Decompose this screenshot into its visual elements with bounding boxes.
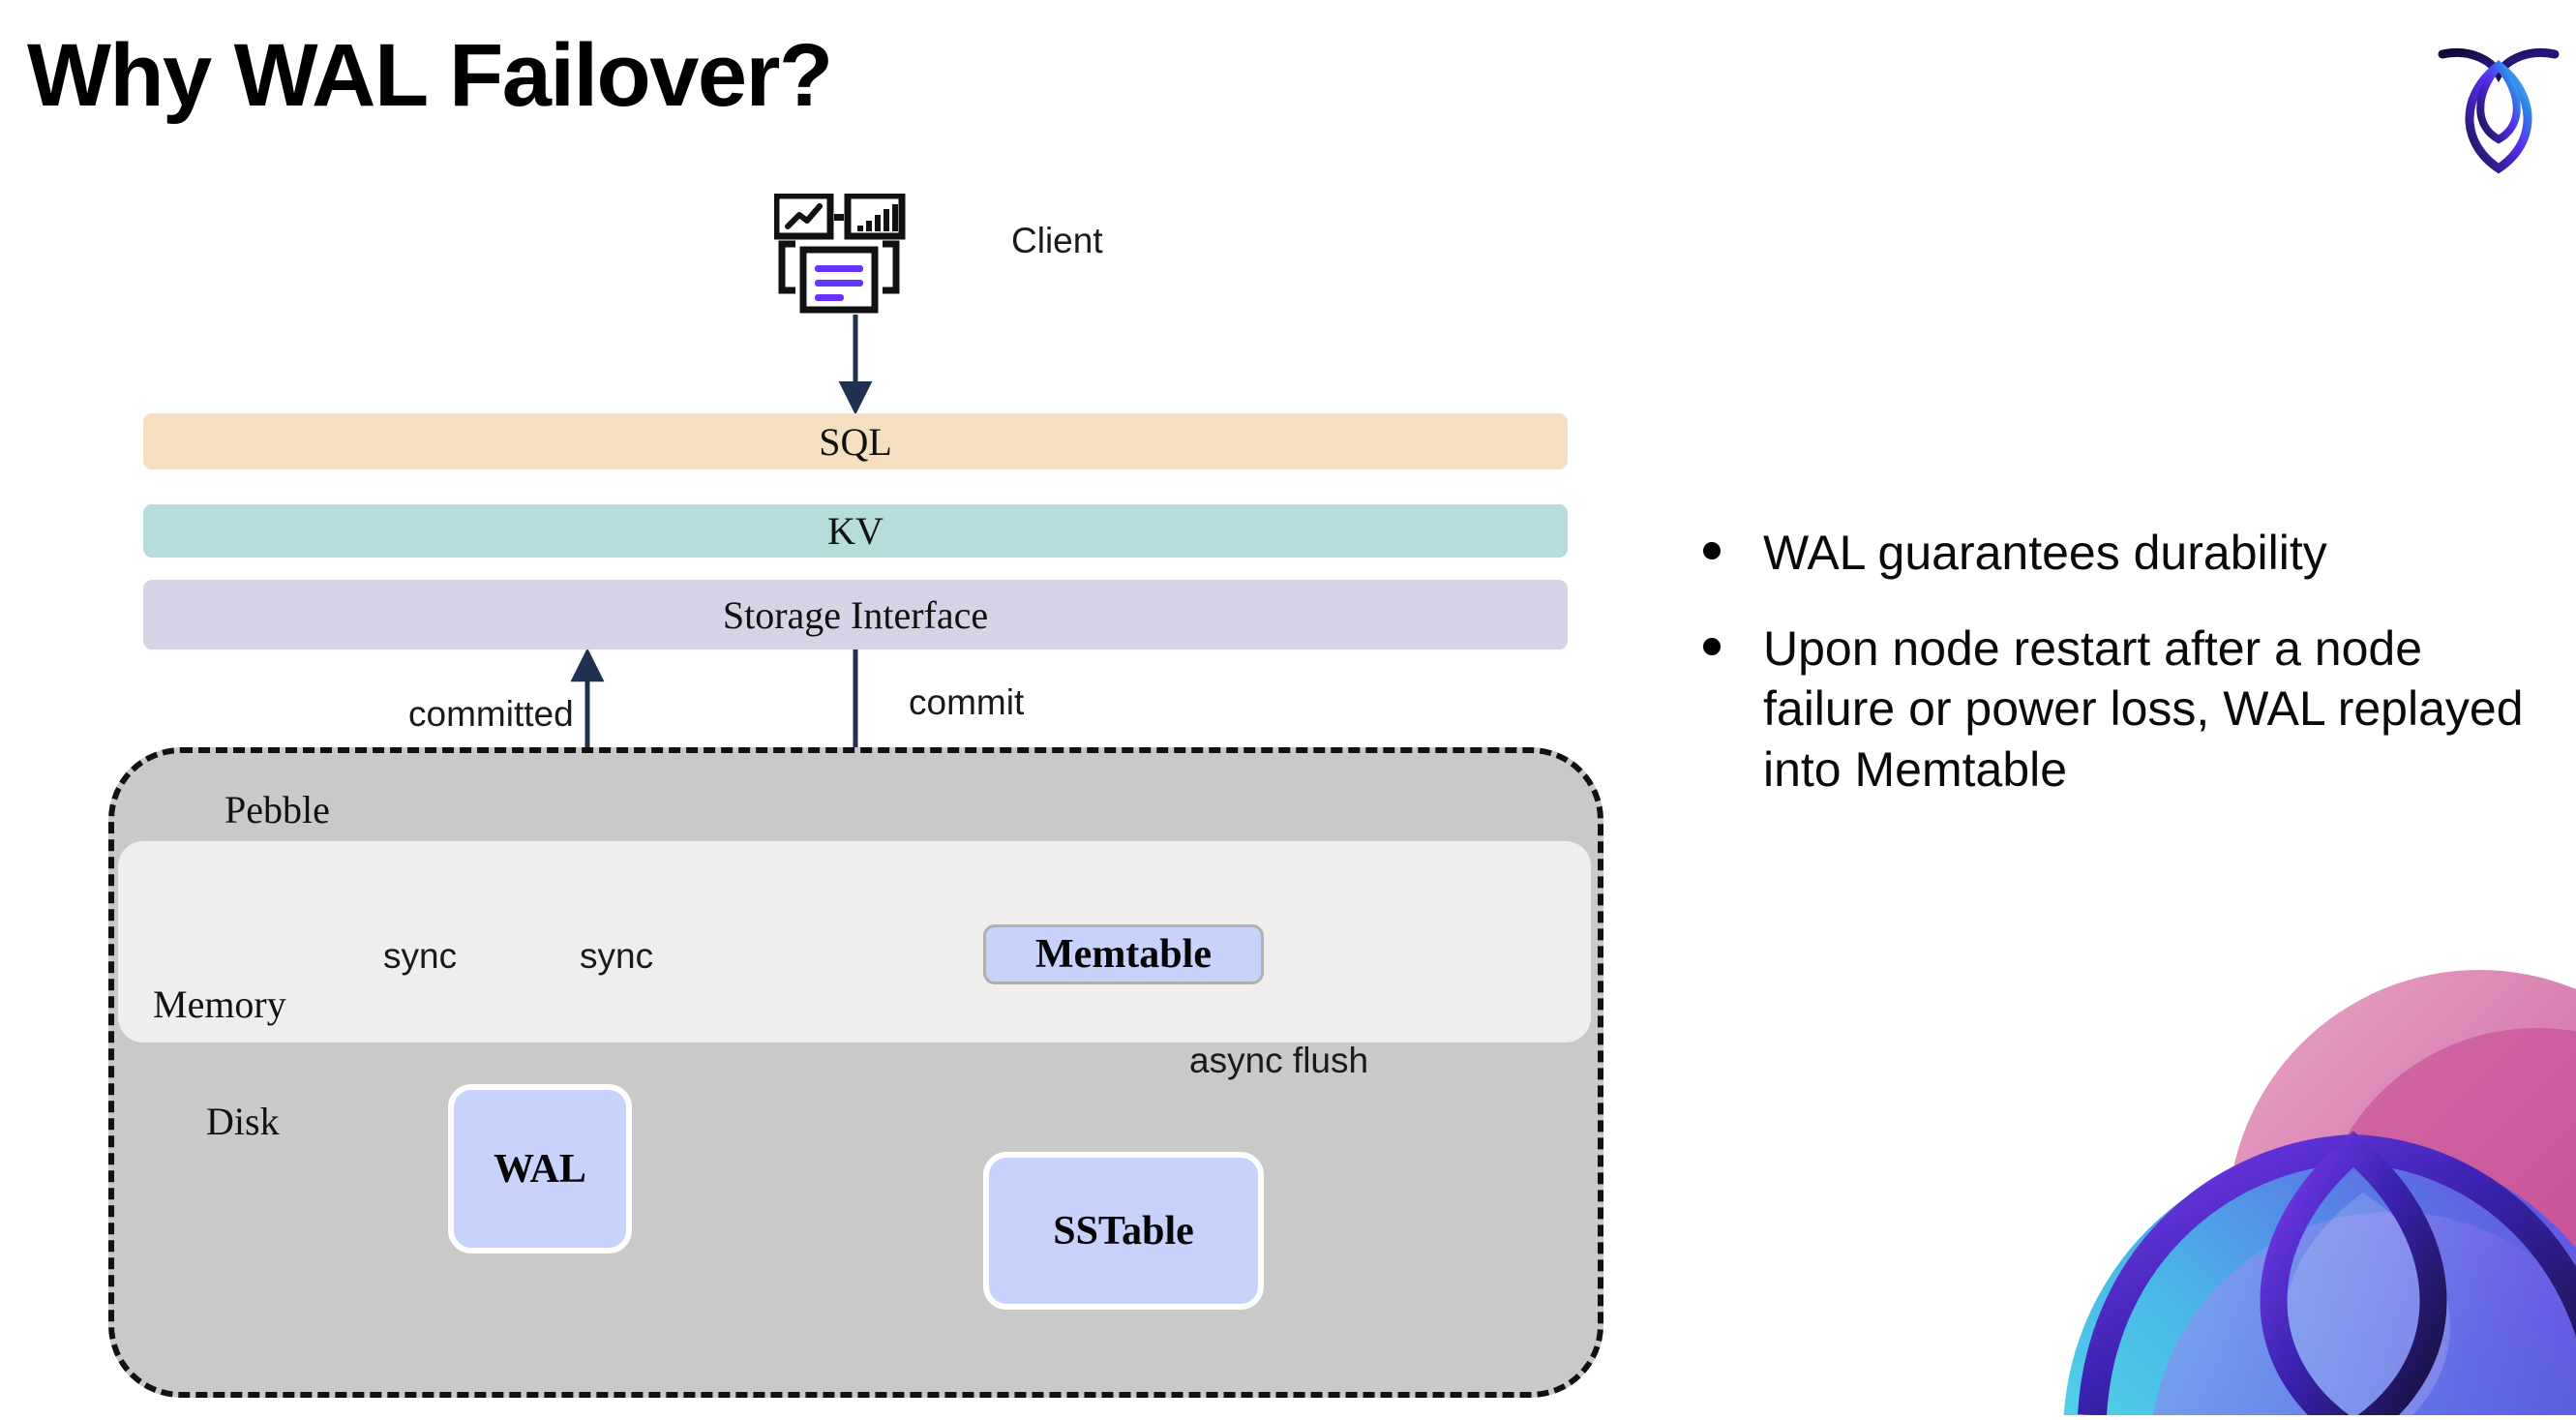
edge-label-sync-left: sync bbox=[383, 936, 458, 976]
node-memtable[interactable]: Memtable bbox=[983, 924, 1264, 984]
node-sstable[interactable]: SSTable bbox=[983, 1152, 1264, 1310]
client-label: Client bbox=[1011, 221, 1103, 260]
bullet-list: WAL guarantees durability Upon node rest… bbox=[1703, 523, 2535, 834]
node-wal[interactable]: WAL bbox=[448, 1084, 632, 1254]
edge-label-async-flush: async flush bbox=[1189, 1041, 1369, 1080]
cockroachdb-watermark-icon bbox=[1937, 931, 2576, 1415]
layer-label-storage: Storage Interface bbox=[722, 592, 989, 637]
memory-label: Memory bbox=[153, 982, 286, 1026]
node-label-sstable: SSTable bbox=[1053, 1208, 1194, 1254]
layer-bar-storage[interactable]: Storage Interface bbox=[143, 580, 1568, 650]
pebble-label: Pebble bbox=[225, 788, 330, 831]
client-dashboard-icon bbox=[772, 192, 924, 315]
bullet-dot-icon bbox=[1703, 637, 1721, 655]
layer-bar-sql[interactable]: SQL bbox=[143, 413, 1568, 469]
memory-region bbox=[118, 841, 1591, 1042]
cockroachdb-logo-icon bbox=[2431, 33, 2566, 178]
layer-bar-kv[interactable]: KV bbox=[143, 504, 1568, 558]
bullet-text: WAL guarantees durability bbox=[1763, 526, 2327, 580]
layer-label-sql: SQL bbox=[819, 419, 892, 464]
layer-label-kv: KV bbox=[827, 509, 884, 553]
page-title: Why WAL Failover? bbox=[27, 26, 833, 125]
bullet-text: Upon node restart after a node failure o… bbox=[1763, 620, 2524, 797]
edge-label-committed: committed bbox=[408, 694, 574, 734]
node-label-wal: WAL bbox=[494, 1146, 586, 1192]
edge-label-commit: commit bbox=[909, 682, 1025, 722]
list-item: Upon node restart after a node failure o… bbox=[1703, 619, 2535, 801]
disk-label: Disk bbox=[206, 1100, 280, 1143]
bullet-dot-icon bbox=[1703, 542, 1721, 559]
architecture-diagram: Client SQL KV Storage Interface Pebble M… bbox=[108, 192, 1603, 1398]
list-item: WAL guarantees durability bbox=[1703, 523, 2535, 584]
node-label-memtable: Memtable bbox=[1035, 932, 1212, 977]
edge-label-sync-right: sync bbox=[580, 936, 654, 976]
